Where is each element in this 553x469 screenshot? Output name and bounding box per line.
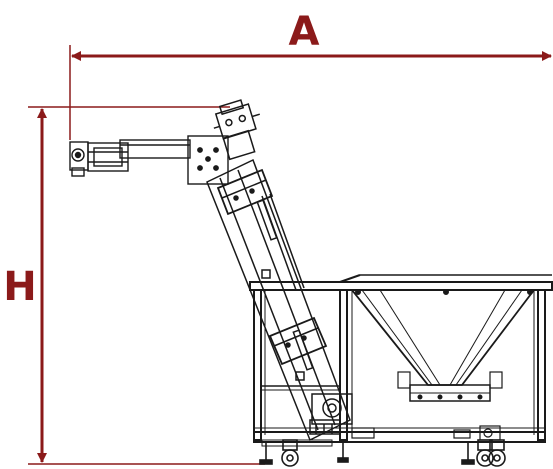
caster-wheel-icon	[488, 439, 506, 467]
frame-base	[253, 431, 546, 443]
leveling-foot-icon	[461, 442, 475, 465]
upper-clamp-plate	[216, 168, 274, 216]
dimension-a-label: A	[289, 9, 320, 55]
dimension-h: H	[3, 106, 265, 465]
gearbox	[69, 141, 89, 171]
caster-wheel-icon	[476, 439, 494, 467]
dimension-a: A	[69, 9, 552, 140]
hopper-funnel	[350, 289, 536, 386]
leveling-foot-icon	[337, 442, 349, 463]
leveling-foot-icon	[259, 442, 273, 465]
frame-post-middle	[339, 289, 348, 441]
casters	[259, 439, 506, 467]
conveyor-tube	[206, 158, 351, 442]
dimension-h-label: H	[3, 264, 36, 310]
inclined-conveyor	[206, 99, 353, 442]
frame-post-left	[253, 289, 262, 441]
frame-post-right	[537, 289, 546, 441]
caster-wheel-icon	[281, 439, 299, 467]
hopper-frame	[249, 274, 553, 447]
lower-clamp-plate	[268, 316, 328, 366]
discharge-arm-tube	[119, 139, 191, 159]
discharge-arm	[69, 135, 229, 185]
discharge-spout-icon	[71, 148, 85, 162]
